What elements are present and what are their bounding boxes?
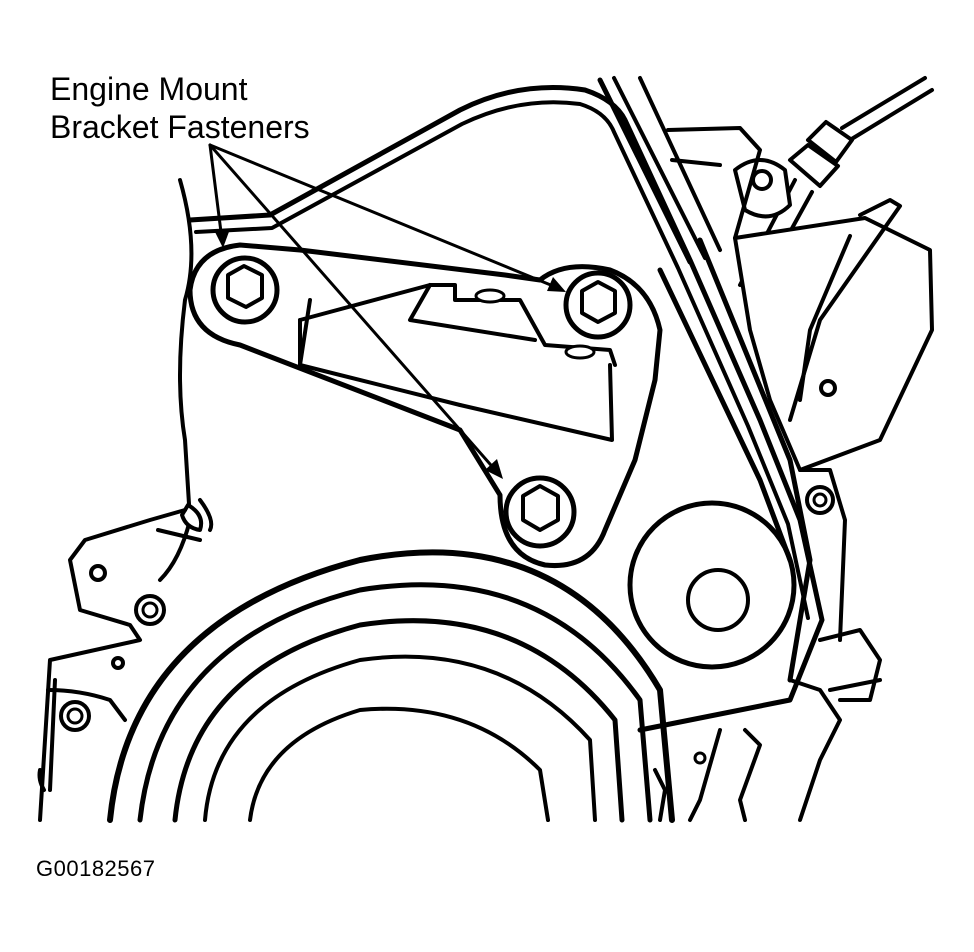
fastener-upper-left [210,255,280,325]
callout-leaders [208,143,566,479]
idler-pulley [627,500,797,670]
timing-cover [158,76,825,733]
lower-left-housing [37,508,202,822]
right-bracket-plate [666,126,934,472]
lower-right-components [653,468,882,822]
arrowhead-lower [485,459,503,479]
callout-label: Engine Mount Bracket Fasteners [50,70,310,146]
fastener-lower [503,475,577,549]
fastener-upper-right [563,270,633,340]
arrowhead-upper-right [547,277,566,292]
drive-belt [657,237,813,683]
crankshaft-pulley [107,549,675,823]
leader-to-lower [208,143,499,474]
leader-to-upper-right [208,143,560,290]
figure-id: G00182567 [36,856,156,881]
callout-line-2: Bracket Fasteners [50,109,310,145]
callout-line-1: Engine Mount [50,71,248,107]
arrowhead-upper-left [214,229,230,248]
leader-to-upper-left [208,143,224,242]
